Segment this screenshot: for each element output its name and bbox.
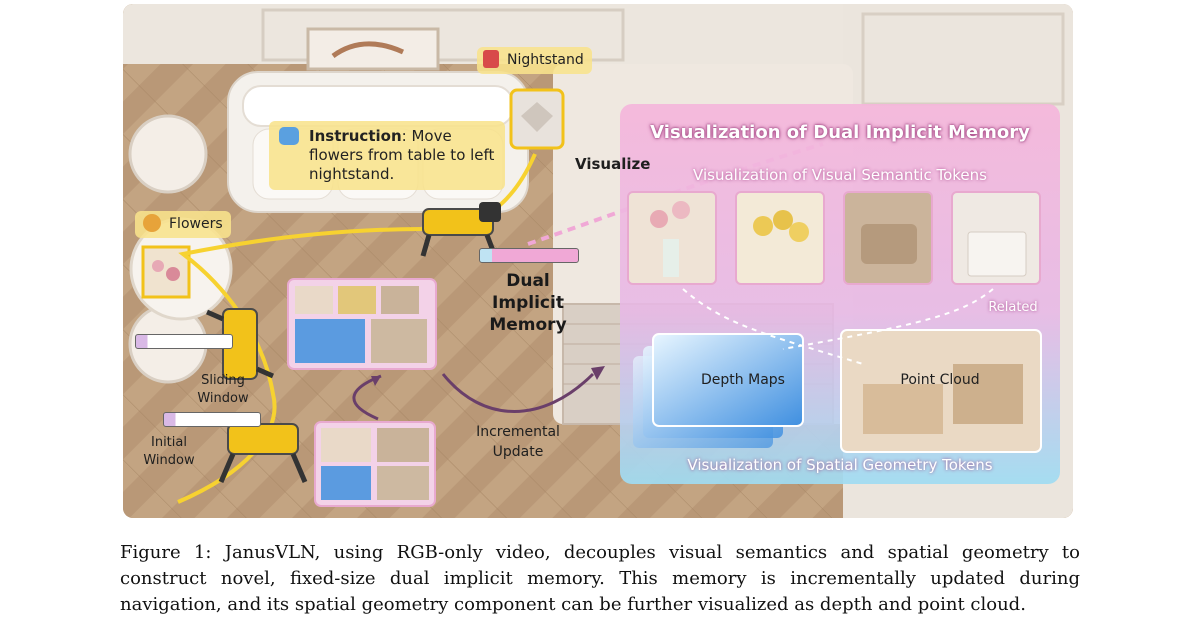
- instruction-text: : Move flowers from table to left nights…: [309, 127, 495, 183]
- instruction-icon: [279, 127, 299, 145]
- spatial-tokens-title: Visualization of Spatial Geometry Tokens: [687, 456, 993, 474]
- chair: [128, 114, 208, 194]
- flowers-callout: Flowers: [135, 211, 231, 238]
- memory-frames-small: [314, 421, 436, 507]
- panel-title: Visualization of Dual Implicit Memory: [650, 122, 1030, 143]
- room-scene: [123, 4, 1073, 518]
- semantic-thumbnails: [627, 191, 1041, 285]
- point-cloud-label: Point Cloud: [900, 372, 980, 388]
- initial-window-token-bar: [163, 412, 261, 427]
- incremental-arrow: [441, 372, 595, 413]
- figure-caption: Figure 1: JanusVLN, using RGB-only video…: [120, 542, 1080, 615]
- memory-frames-large: [287, 278, 437, 370]
- point-cloud-image: [840, 329, 1042, 453]
- flowers-icon: [143, 214, 161, 232]
- instruction-callout: Instruction: Move flowers from table to …: [269, 121, 505, 190]
- related-label: Related: [988, 300, 1038, 315]
- sliding-window-label: Sliding Window: [197, 373, 249, 406]
- update-arrow: [352, 374, 382, 421]
- related-link: [682, 288, 864, 365]
- semantic-tokens-title: Visualization of Visual Semantic Tokens: [693, 166, 987, 184]
- incremental-update-label: Incremental Update: [476, 424, 560, 460]
- depth-maps-image: [633, 333, 804, 448]
- visualize-label: Visualize: [575, 155, 651, 173]
- instruction-prefix: Instruction: [309, 127, 402, 145]
- sliding-window-token-bar: [135, 334, 233, 349]
- nightstand-callout: Nightstand: [477, 47, 592, 74]
- nightstand-label: Nightstand: [507, 52, 584, 68]
- flowers-label: Flowers: [169, 216, 223, 232]
- nightstand-icon: [483, 50, 499, 68]
- flowers-object: [141, 245, 191, 299]
- depth-maps-label: Depth Maps: [701, 372, 785, 388]
- dual-memory-token-bar: [479, 248, 579, 263]
- robot: [218, 423, 308, 483]
- initial-window-label: Initial Window: [143, 435, 195, 468]
- related-link: [782, 288, 994, 350]
- wall-painting: [306, 27, 440, 71]
- dual-implicit-memory-label: Dual Implicit Memory: [489, 271, 567, 335]
- figure-illustration: Nightstand Instruction: Move flowers fro…: [123, 4, 1073, 518]
- robot: [205, 308, 275, 380]
